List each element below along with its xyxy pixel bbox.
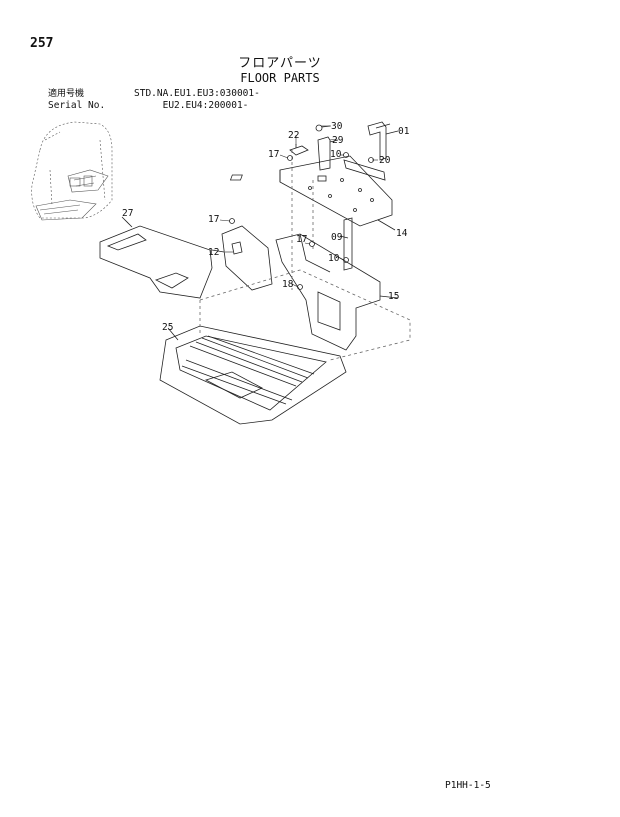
applicability-block: 適用号機 STD.NA.EU1.EU3:030001- Serial No. EU… — [48, 88, 260, 111]
part-15-console-frame — [275, 233, 399, 351]
callout-29: 29 — [332, 135, 344, 146]
callout-01: 01 — [398, 126, 410, 137]
title-japanese: フロアパーツ — [238, 56, 322, 71]
part-12-side-panel — [211, 225, 273, 291]
part-09-bracket — [339, 217, 353, 271]
part-25-floor-panel — [159, 325, 347, 425]
leader-lines — [219, 125, 378, 288]
part-01-bracket — [367, 121, 399, 161]
callout-20: 20 — [379, 155, 391, 166]
part-27-floor-mat — [99, 216, 213, 299]
callout-17a: 17 — [268, 149, 279, 160]
applicability-line-1: STD.NA.EU1.EU3:030001- — [134, 88, 260, 99]
callout-labels: 22 30 29 01 17 10 20 27 17 14 12 17 09 1… — [122, 121, 410, 333]
callout-18: 18 — [282, 279, 294, 290]
callout-27: 27 — [122, 208, 133, 219]
callout-17b: 17 — [208, 214, 219, 225]
page-number: 257 — [30, 36, 54, 51]
footer-code: P1HH-1-5 — [445, 780, 491, 791]
applicability-label-jp: 適用号機 — [48, 89, 85, 99]
cab-thumbnail — [31, 121, 113, 221]
callout-10b: 10 — [328, 253, 340, 264]
applicability-line-2: EU2.EU4:200001- — [162, 100, 249, 111]
callout-15: 15 — [388, 291, 399, 302]
title-english: FLOOR PARTS — [240, 71, 320, 85]
callout-14: 14 — [396, 228, 408, 239]
part-22-cover — [289, 144, 309, 156]
callout-25: 25 — [162, 322, 173, 333]
callout-17c: 17 — [296, 234, 307, 245]
callout-12: 12 — [208, 247, 219, 258]
callout-22: 22 — [288, 130, 299, 141]
part-14-plate — [229, 155, 396, 231]
ground-plane-dashed — [199, 150, 411, 361]
applicability-label-en: Serial No. — [48, 100, 106, 111]
callout-10a: 10 — [330, 149, 342, 160]
callout-30: 30 — [331, 121, 343, 132]
callout-09: 09 — [331, 232, 343, 243]
